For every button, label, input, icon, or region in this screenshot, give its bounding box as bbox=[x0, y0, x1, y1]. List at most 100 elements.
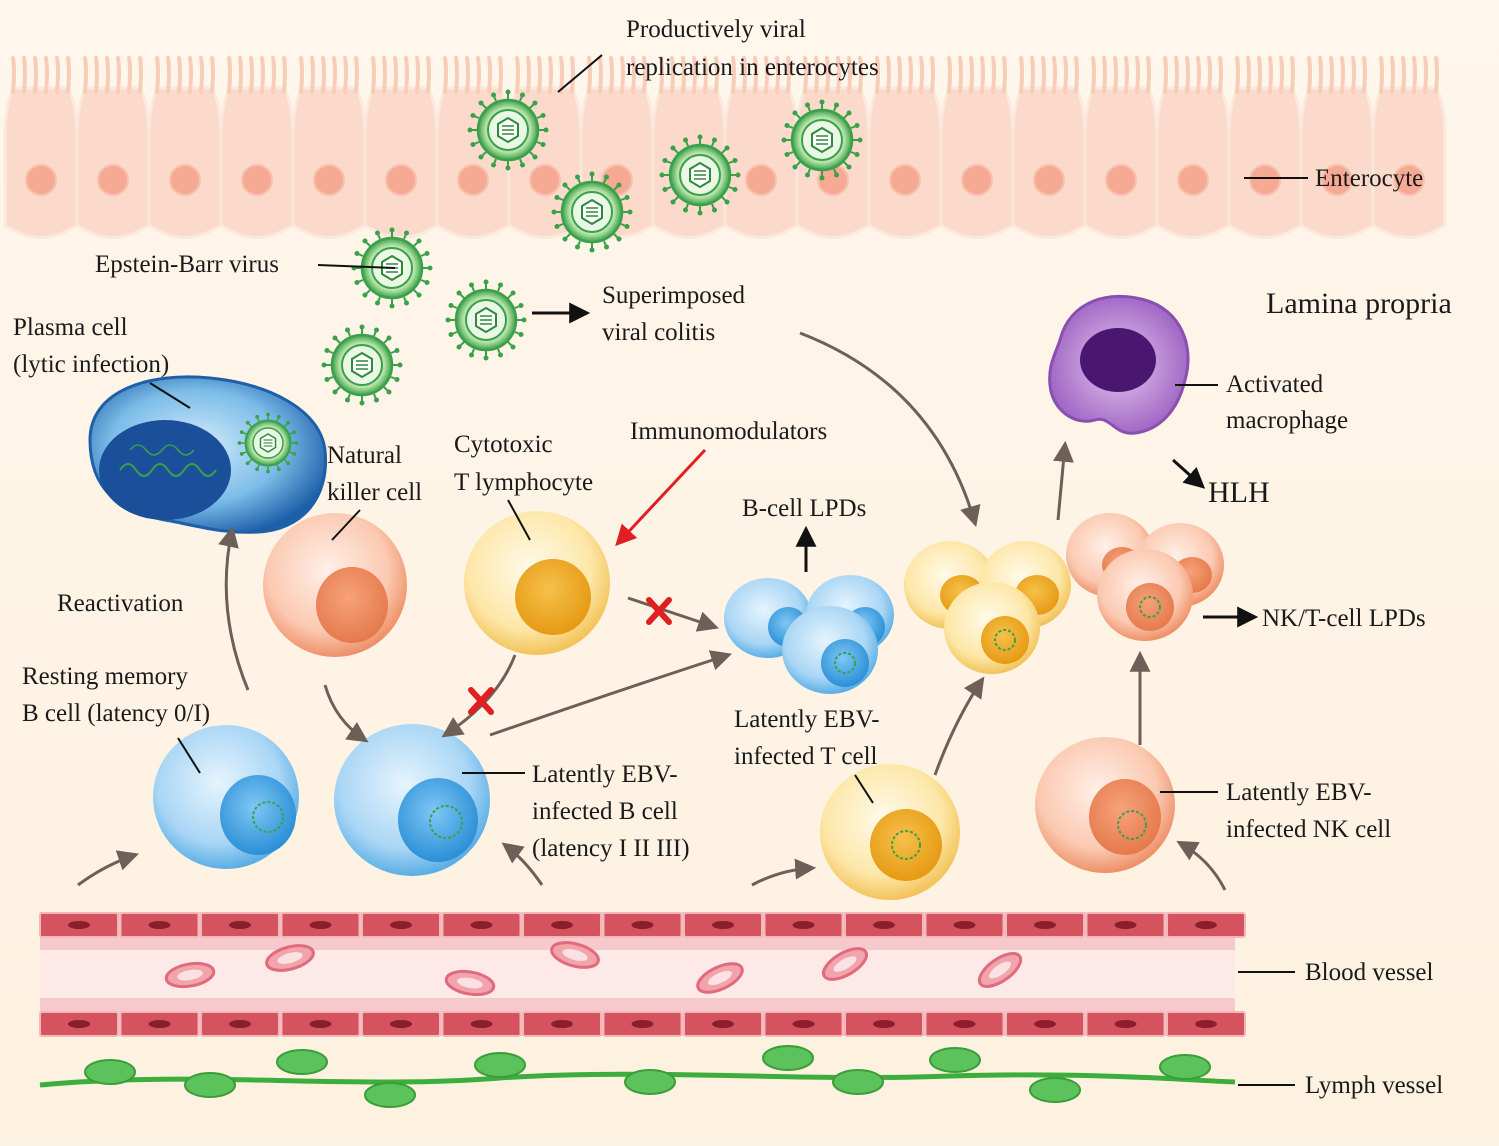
label-blood-vessel: Blood vessel bbox=[1305, 959, 1434, 986]
lymph-node bbox=[84, 1059, 136, 1085]
label-ctl-2: T lymphocyte bbox=[454, 469, 593, 496]
lymph-node bbox=[929, 1047, 981, 1073]
label-hlh: HLH bbox=[1208, 476, 1270, 509]
vessel-wall-cell bbox=[844, 1011, 924, 1037]
pathway-arrows bbox=[77, 331, 1227, 891]
vessel-wall-cell bbox=[683, 912, 763, 938]
lymph-node bbox=[184, 1072, 236, 1098]
label-latent-b-2: infected B cell bbox=[532, 798, 678, 825]
latently-infected-t-cell bbox=[820, 764, 960, 900]
virus-icon bbox=[780, 98, 864, 182]
label-productive-1: Productively viral bbox=[626, 16, 806, 43]
label-ctl-1: Cytotoxic bbox=[454, 431, 553, 458]
vessel-wall-cell bbox=[1085, 912, 1166, 938]
enterocyte-cell bbox=[1299, 56, 1375, 239]
label-plasma-1: Plasma cell bbox=[13, 314, 128, 341]
latently-infected-nk-cell bbox=[1035, 737, 1175, 873]
vessel-wall-cell bbox=[1166, 912, 1246, 938]
vessel-wall-cell bbox=[683, 1011, 763, 1037]
red-blood-cell bbox=[444, 969, 496, 997]
enterocyte-cell bbox=[1083, 56, 1159, 239]
resting-memory-b-cell bbox=[153, 725, 299, 869]
nk-t-lpd-cluster bbox=[1066, 513, 1224, 641]
red-blood-cell bbox=[265, 944, 315, 972]
lymph-node bbox=[1029, 1077, 1081, 1103]
virus-icon bbox=[550, 170, 634, 254]
vessel-wall-cell bbox=[361, 912, 441, 938]
plasma-cell bbox=[88, 375, 328, 534]
cytotoxic-t-lymphocyte bbox=[464, 511, 610, 655]
red-blood-cell bbox=[977, 952, 1023, 988]
b-cell-lpd-cluster bbox=[724, 575, 894, 694]
immunomodulators-arrow bbox=[615, 448, 707, 547]
vessel-wall-cell bbox=[119, 1011, 200, 1037]
vessel-wall-cell bbox=[522, 912, 602, 938]
vessel-wall-cell bbox=[200, 912, 280, 938]
enterocyte-cell bbox=[939, 56, 1015, 239]
label-reactivation: Reactivation bbox=[57, 590, 184, 617]
enterocyte-cell bbox=[1371, 56, 1447, 239]
leader-lines bbox=[149, 54, 1308, 1086]
enterocyte-cell bbox=[75, 56, 151, 239]
enterocyte-cell bbox=[219, 56, 295, 239]
inhibition-x-icon bbox=[468, 687, 494, 715]
enterocyte-cell bbox=[723, 56, 799, 239]
label-nk-2: killer cell bbox=[327, 479, 422, 506]
virus-icon bbox=[320, 323, 404, 407]
lymph-vessel bbox=[39, 1045, 1236, 1108]
vessel-wall-cell bbox=[1005, 912, 1085, 938]
red-blood-cell bbox=[822, 947, 868, 981]
label-ebv: Epstein-Barr virus bbox=[95, 251, 279, 278]
vessel-wall-cell bbox=[441, 1011, 522, 1037]
vessel-wall-cell bbox=[200, 1011, 280, 1037]
red-blood-cell bbox=[164, 961, 216, 989]
enterocyte-cell bbox=[363, 56, 439, 239]
label-superimposed-1: Superimposed bbox=[602, 282, 746, 309]
enterocyte-cell bbox=[3, 56, 79, 239]
latently-infected-b-cell bbox=[334, 724, 490, 876]
lymph-node bbox=[624, 1069, 676, 1095]
inhibition-x-icon bbox=[646, 597, 672, 625]
label-superimposed-2: viral colitis bbox=[602, 319, 715, 346]
label-productive-2: replication in enterocytes bbox=[626, 54, 879, 81]
enterocyte-cell bbox=[867, 56, 943, 239]
labels: Productively viral replication in entero… bbox=[13, 16, 1452, 1099]
label-enterocyte: Enterocyte bbox=[1315, 165, 1423, 192]
lymph-node bbox=[474, 1052, 526, 1078]
enterocyte-layer bbox=[3, 56, 1447, 239]
lymph-node bbox=[364, 1082, 416, 1108]
vessel-wall-cell bbox=[441, 912, 522, 938]
label-resting-2: B cell (latency 0/I) bbox=[22, 700, 210, 727]
lymph-node bbox=[832, 1069, 884, 1095]
vessel-wall-cell bbox=[602, 1011, 683, 1037]
lymph-node bbox=[1159, 1054, 1211, 1080]
vessel-wall-cell bbox=[924, 1011, 1005, 1037]
label-latent-t-2: infected T cell bbox=[734, 743, 878, 770]
label-bcell-lpd: B-cell LPDs bbox=[742, 495, 866, 522]
label-lymph-vessel: Lymph vessel bbox=[1305, 1072, 1443, 1099]
label-activated-2: macrophage bbox=[1226, 407, 1348, 434]
blood-vessel bbox=[39, 912, 1246, 1037]
red-blood-cell bbox=[696, 962, 744, 994]
label-immunomodulators: Immunomodulators bbox=[630, 418, 827, 445]
label-nk-1: Natural bbox=[327, 442, 402, 469]
label-activated-1: Activated bbox=[1226, 371, 1324, 398]
vessel-wall-cell bbox=[602, 912, 683, 938]
vessel-wall-cell bbox=[39, 912, 119, 938]
vessel-wall-cell bbox=[39, 1011, 119, 1037]
lymph-node bbox=[762, 1045, 814, 1071]
label-lamina-propria: Lamina propria bbox=[1266, 287, 1452, 320]
vessel-wall-cell bbox=[763, 912, 844, 938]
enterocyte-cell bbox=[1011, 56, 1087, 239]
vessel-wall-cell bbox=[522, 1011, 602, 1037]
vessel-wall-cell bbox=[924, 912, 1005, 938]
vessel-wall-cell bbox=[361, 1011, 441, 1037]
vessel-wall-cell bbox=[280, 912, 361, 938]
label-latent-b-1: Latently EBV- bbox=[532, 761, 678, 788]
label-latent-nk-2: infected NK cell bbox=[1226, 816, 1391, 843]
activated-macrophage bbox=[1048, 294, 1190, 435]
label-resting-1: Resting memory bbox=[22, 663, 188, 690]
enterocyte-cell bbox=[1227, 56, 1303, 239]
label-latent-t-1: Latently EBV- bbox=[734, 706, 880, 733]
